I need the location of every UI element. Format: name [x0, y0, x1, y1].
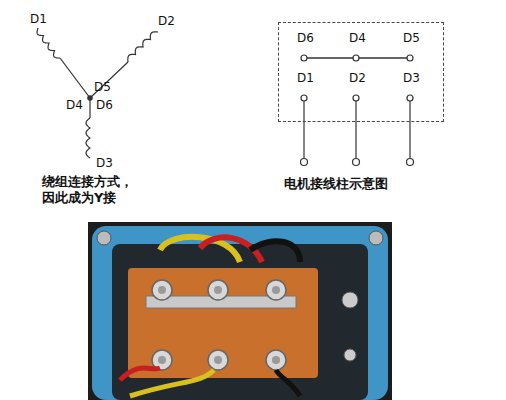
coil-winding	[90, 62, 128, 98]
terminal-schematic	[301, 55, 414, 166]
terminal-label: D4	[349, 31, 366, 45]
coil-winding	[89, 98, 90, 118]
terminal-label: D4	[66, 98, 83, 112]
caption-text: 绕组连接方式， 因此成为Y接	[42, 174, 146, 205]
terminal-label: D3	[96, 156, 113, 170]
terminal-label: D1	[30, 12, 47, 26]
winding-coils	[37, 28, 158, 158]
coil-winding	[37, 28, 60, 58]
terminal-label: D1	[297, 71, 314, 85]
terminal-label: D5	[94, 80, 111, 94]
terminal-label: D2	[158, 14, 175, 28]
coil-winding	[86, 118, 90, 158]
terminal-label: D6	[297, 31, 314, 45]
terminal-label: D6	[96, 98, 113, 112]
terminal-box-photo	[88, 222, 392, 400]
caption-text: 电机接线柱示意图	[284, 176, 388, 192]
star-point	[88, 96, 92, 100]
coil-winding	[128, 32, 158, 62]
terminal-label: D2	[349, 71, 366, 85]
terminal-label: D3	[403, 71, 420, 85]
terminal-label: D5	[403, 31, 420, 45]
terminal-box-outline: D6 D4 D5D1 D2 D3	[278, 22, 444, 122]
coil-winding	[60, 58, 90, 98]
